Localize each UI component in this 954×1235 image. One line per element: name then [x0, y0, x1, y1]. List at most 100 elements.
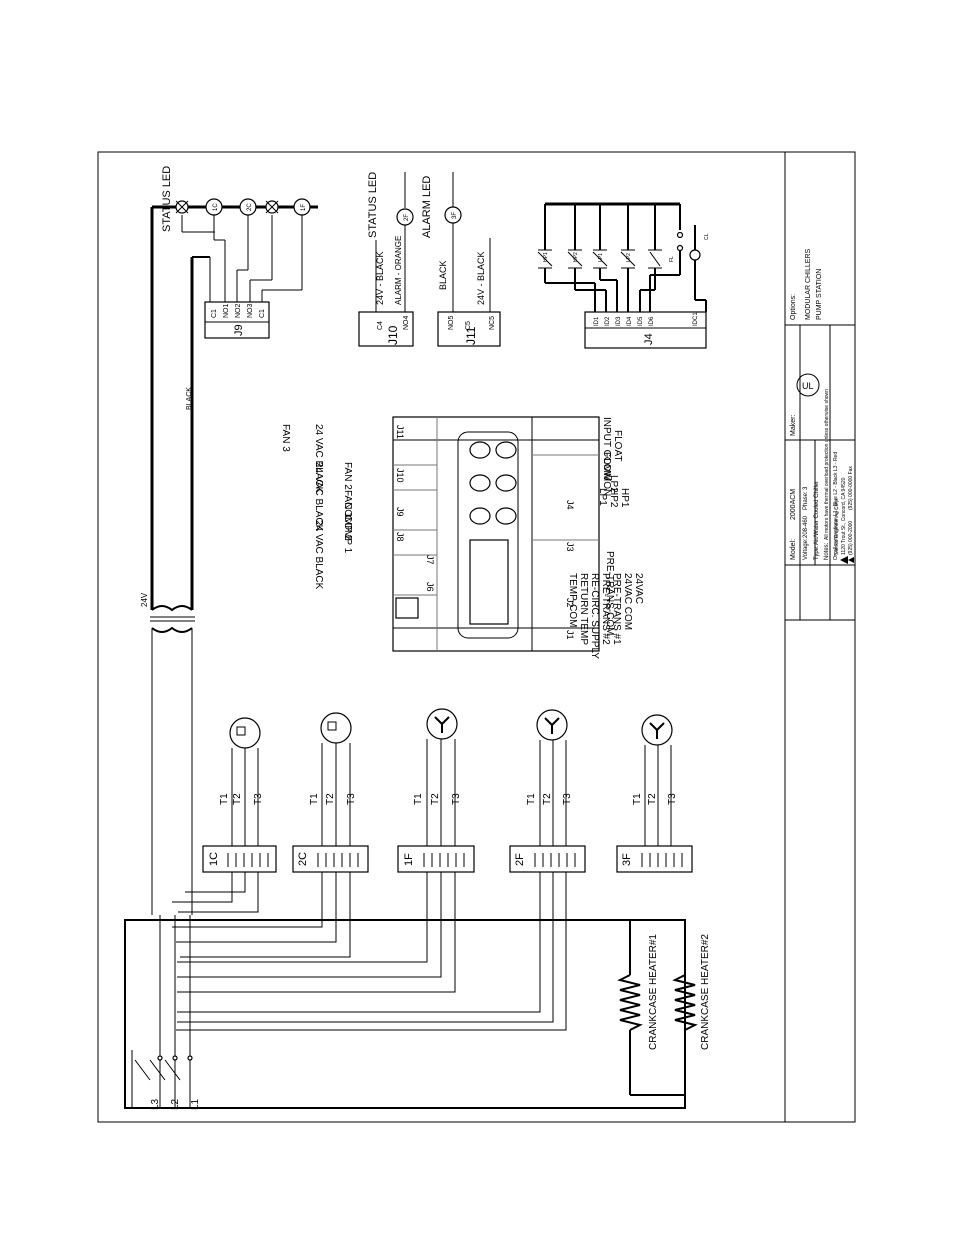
tb-options-1: MODULAR CHILLERS	[805, 248, 812, 320]
power-bus	[124, 915, 698, 1109]
level-sensor-icon	[689, 249, 701, 261]
ctrl-conn-j8: J8	[395, 532, 405, 542]
tb-maker-label: Maker:	[790, 415, 797, 436]
tb-phase-label: Phase:	[803, 491, 809, 510]
m5-t3: T3	[667, 793, 678, 805]
title-block: UL	[784, 152, 855, 1122]
ul-logo-icon	[796, 373, 820, 397]
contactor-1f-label: 1F	[403, 853, 415, 866]
line-l2-label: L2	[170, 1098, 181, 1110]
svg-text:UL: UL	[802, 381, 814, 391]
j9-pin-2: NO1	[223, 304, 230, 319]
j4-pin-2: ID2	[605, 316, 611, 326]
contactor-2c-label: 2C	[297, 852, 309, 866]
j10-wire-1: 24V - BLACK	[375, 251, 385, 305]
ctrl-label-24vac-black-2: 24 VAC BLACK	[313, 462, 324, 532]
ctrl-conn-j10: J10	[395, 468, 405, 483]
controller-button-alarm[interactable]	[469, 507, 491, 525]
ctrl-label-pre-trans-com: PRE-TRANS-COM	[604, 551, 615, 635]
ctrl-label-comp1: COMP 1	[342, 515, 353, 554]
ctrl-label-temp-com: TEMP-COM	[567, 573, 578, 627]
ctrl-label-return-temp: RETURN TEMP	[578, 573, 589, 645]
line-l3-label: L3	[150, 1098, 161, 1110]
relay-3f-label: 3F	[452, 212, 458, 219]
controller-button-enter[interactable]	[495, 474, 517, 492]
j10-pin-1: C4	[377, 321, 384, 330]
j11-pin-1: NO5	[448, 316, 455, 331]
relay-1c-label: 1C	[213, 203, 219, 211]
ctrl-label-flow: FLOW	[601, 452, 612, 481]
tb-type-value: Air/Water Cooled Chiller	[814, 481, 820, 545]
j10-wire-2: ALARM - ORANGE	[394, 236, 403, 305]
black-wire-label: BLACK	[186, 387, 193, 410]
transformer-label: 24V	[140, 592, 149, 607]
m4-t3: T3	[562, 793, 573, 805]
drawing-frame	[97, 151, 856, 1123]
ctrl-conn-j1: J1	[565, 630, 575, 640]
j9-pin-4: NO3	[247, 304, 254, 319]
ctrl-conn-j6: J6	[425, 582, 435, 592]
contactor-2f	[509, 845, 586, 873]
j4-switch-hp1: HP1	[543, 252, 549, 262]
tb-fax: (925) 000-0000 Fax	[848, 466, 854, 510]
relay-2f-label: 2F	[404, 214, 410, 221]
m4-t2: T2	[542, 793, 553, 805]
tb-voltage-label: Voltage:	[803, 538, 809, 560]
j4-switch-lp2: LP2	[626, 253, 632, 262]
j10-connector	[358, 311, 414, 347]
relay-2c-label: 2C	[247, 203, 253, 211]
contactor-3f	[616, 845, 693, 873]
ctrl-label-24vac: 24VAC	[633, 573, 644, 604]
j11-label: J11	[464, 326, 478, 345]
tb-notes-label: Notes:	[824, 542, 830, 560]
ctrl-conn-j7: J7	[425, 555, 435, 565]
m5-t1: T1	[632, 793, 643, 805]
ctrl-label-pre-trans-2: PRE-TRANS #2	[600, 573, 611, 645]
contactor-1c	[202, 845, 277, 873]
status-led-lamp-2-icon	[265, 200, 279, 214]
company-logo-icon	[840, 556, 854, 564]
tb-type-label: Type:	[814, 545, 820, 560]
tb-model-value: 2000ACM	[790, 489, 797, 520]
relay-1f-label: 1F	[301, 204, 307, 211]
line-l1-label: L1	[190, 1098, 201, 1110]
m3-t1: T1	[413, 793, 424, 805]
controller-display	[469, 539, 509, 625]
controller-module	[392, 416, 600, 652]
controller-button-down[interactable]	[495, 507, 517, 525]
tb-voltage-value: 208-460	[803, 515, 809, 538]
m4-t1: T1	[526, 793, 537, 805]
j4-switch-fl: FL	[669, 256, 675, 262]
m3-t2: T2	[430, 793, 441, 805]
j4-connector	[584, 311, 707, 349]
tb-phone: (925) 000-2000	[848, 521, 854, 555]
j4-pin-7: IDC1	[693, 312, 699, 326]
controller-front-panel	[457, 431, 519, 639]
ctrl-conn-j3: J3	[565, 542, 575, 552]
tb-notes-1: All motors have thermal overload protect…	[824, 389, 830, 540]
controller-button-up[interactable]	[469, 474, 491, 492]
ctrl-conn-j9: J9	[395, 507, 405, 517]
status-led-label: STATUS LED	[161, 166, 173, 232]
ctrl-label-pre-trans-1: PRE-TRANS #1	[611, 573, 622, 645]
j4-switch-cluster	[537, 202, 707, 349]
pressure-switch-icons	[537, 231, 684, 269]
ctrl-label-fan3: FAN 3	[280, 424, 291, 452]
crankcase-heater-2-icon	[672, 974, 698, 1031]
j4-switch-cl: CL	[704, 233, 710, 240]
controller-button-sel[interactable]	[495, 441, 517, 459]
ctrl-conn-j2: J2	[565, 598, 575, 608]
m1-t1: T1	[219, 793, 230, 805]
j4-pin-4: ID4	[627, 316, 633, 326]
motor-contactor-row	[172, 708, 693, 1031]
j4-switch-hp2: HP2	[573, 252, 579, 262]
m1-t3: T3	[253, 793, 264, 805]
ctrl-label-fan1: FAN 1	[342, 490, 353, 518]
j9-label: J9	[233, 324, 245, 336]
m2-t1: T1	[309, 793, 320, 805]
m2-t2: T2	[325, 793, 336, 805]
contactor-1c-label: 1C	[208, 852, 220, 866]
j4-pin-3: ID3	[616, 316, 622, 326]
controller-button-prg[interactable]	[469, 441, 491, 459]
ctrl-label-24vac-com: 24VAC COM	[622, 573, 633, 630]
